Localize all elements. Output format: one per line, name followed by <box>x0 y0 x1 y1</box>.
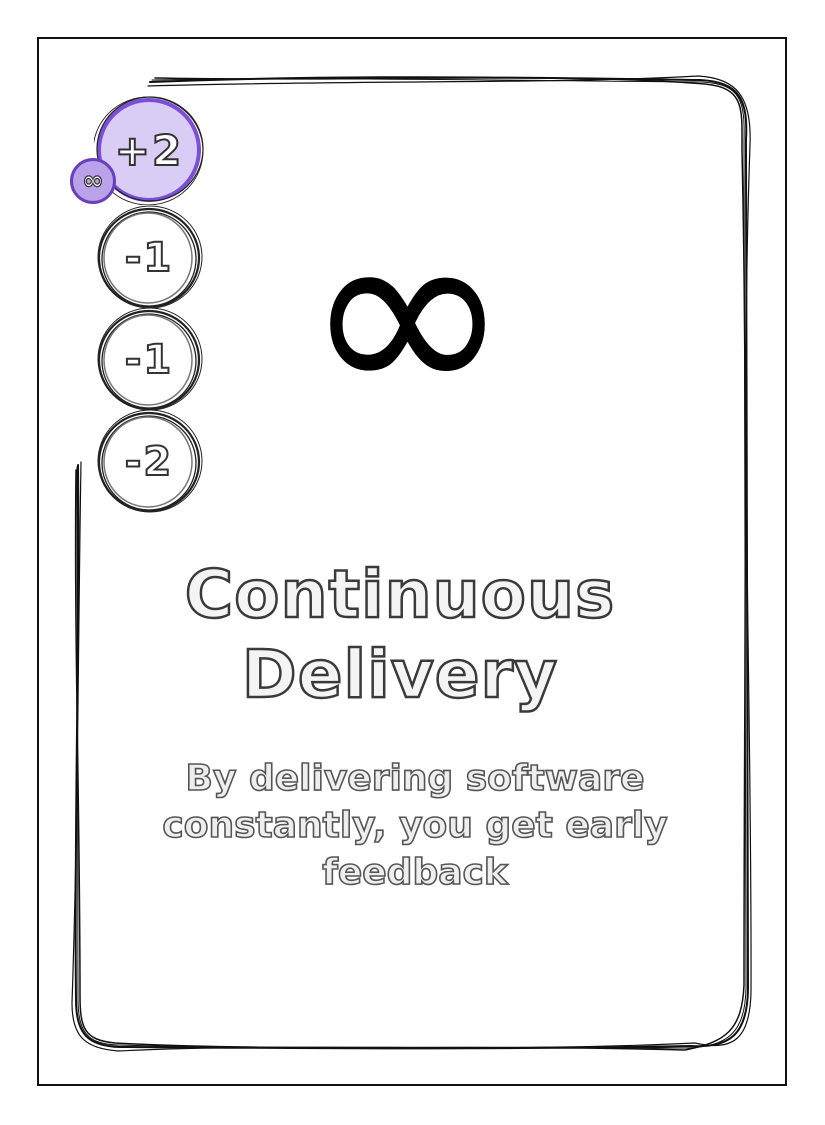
infinity-badge: ∞ <box>70 158 116 204</box>
circle-outline <box>97 205 203 309</box>
score-circle-minus-1-a: -1 <box>94 203 204 313</box>
score-circle-minus-1-b: -1 <box>94 305 204 415</box>
infinity-icon: ∞ <box>82 165 105 196</box>
score-label: +2 <box>114 125 184 176</box>
big-symbol-glyph: ∞ <box>303 166 512 458</box>
circle-outline-accent <box>94 96 204 205</box>
score-label: -1 <box>124 336 174 384</box>
card-description: By delivering software constantly, you g… <box>162 757 669 894</box>
card-title: Continuous Delivery <box>183 555 616 715</box>
outer-frame <box>37 37 787 1086</box>
infinity-icon: ∞ <box>285 180 530 445</box>
score-label: -2 <box>124 438 174 486</box>
score-label: -1 <box>124 234 174 282</box>
circle-outline <box>97 307 203 411</box>
score-circle-minus-2: -2 <box>94 407 204 517</box>
score-circle-plus-2: +2 <box>94 95 204 205</box>
